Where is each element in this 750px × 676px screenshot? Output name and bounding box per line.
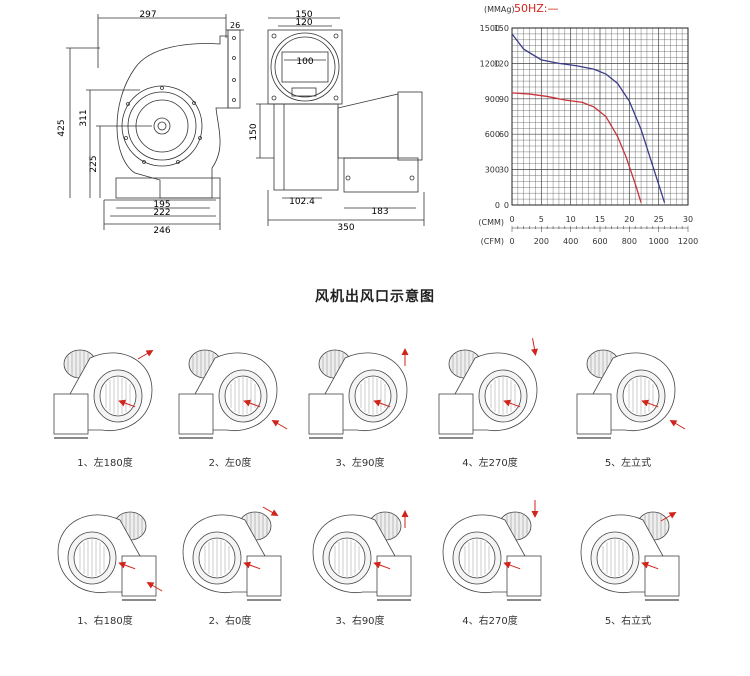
outlet-direction-arrow bbox=[146, 582, 163, 592]
x-cmm-tick-label: 25 bbox=[654, 215, 664, 224]
chart-y-unit: (MMAg) bbox=[484, 5, 515, 14]
chart-x-unit-cfm: (CFM) bbox=[481, 237, 504, 246]
outlet-caption: 4、右270度 bbox=[462, 616, 518, 627]
outlet-caption: 3、右90度 bbox=[335, 616, 385, 627]
x-cmm-tick-label: 15 bbox=[595, 215, 605, 224]
dim-350: 350 bbox=[337, 223, 354, 233]
dim-26: 26 bbox=[230, 21, 240, 30]
dim-120: 120 bbox=[295, 18, 312, 28]
x-cmm-tick-label: 20 bbox=[624, 215, 634, 224]
y-right-tick-label: 60 bbox=[499, 130, 509, 139]
fan-front-view-drawing: 150 120 100 150 102.4 183 350 bbox=[249, 10, 425, 233]
performance-curve-chart: (MMAg) 50HZ:— 15001200900600300015012090… bbox=[478, 2, 699, 246]
x-cfm-tick-label: 1200 bbox=[678, 237, 698, 246]
inlet-direction-arrow bbox=[373, 561, 391, 570]
dim-311: 311 bbox=[79, 109, 89, 126]
x-cfm-tick-label: 1000 bbox=[648, 237, 668, 246]
section-title: 风机出风口示意图 bbox=[315, 289, 435, 305]
dim-297: 297 bbox=[139, 10, 156, 20]
x-cfm-tick-label: 0 bbox=[509, 237, 514, 246]
x-cfm-tick-label: 200 bbox=[534, 237, 549, 246]
outlet-caption: 2、右0度 bbox=[208, 616, 252, 627]
chart-series bbox=[511, 33, 666, 203]
fan-side-view-drawing: 297 26 425 311 225 195 222 246 bbox=[57, 10, 244, 236]
y-right-tick-label: 120 bbox=[494, 59, 509, 68]
dim-150-side: 150 bbox=[249, 123, 259, 140]
dim-225: 225 bbox=[89, 155, 99, 172]
outlet-diagram-right-2 bbox=[182, 506, 282, 601]
dim-246: 246 bbox=[153, 226, 170, 236]
x-cfm-tick-label: 400 bbox=[563, 237, 578, 246]
outlet-direction-arrow bbox=[262, 506, 279, 516]
y-left-tick-label: 600 bbox=[485, 130, 500, 139]
outlet-direction-arrow bbox=[531, 500, 539, 518]
outlet-caption: 1、右180度 bbox=[77, 616, 133, 627]
inlet-direction-arrow bbox=[118, 561, 136, 570]
outlet-direction-arrow bbox=[137, 350, 154, 360]
x-cfm-tick-label: 600 bbox=[592, 237, 607, 246]
outlet-direction-arrow bbox=[401, 348, 409, 366]
plot-frame bbox=[511, 27, 689, 206]
y-left-tick-label: 900 bbox=[485, 95, 500, 104]
x-cmm-tick-label: 5 bbox=[539, 215, 544, 224]
outlet-caption: 5、右立式 bbox=[604, 616, 652, 627]
outlet-direction-arrow bbox=[271, 420, 288, 430]
dim-183: 183 bbox=[371, 207, 388, 217]
chart-grid bbox=[511, 27, 689, 206]
x-cfm-tick-label: 800 bbox=[622, 237, 637, 246]
x-cmm-tick-label: 30 bbox=[683, 215, 693, 224]
inlet-direction-arrow bbox=[118, 399, 136, 408]
dim-102-4: 102.4 bbox=[289, 197, 315, 207]
y-right-tick-label: 30 bbox=[499, 166, 509, 175]
chart-title: 50HZ:— bbox=[514, 2, 559, 15]
outlet-direction-arrow bbox=[660, 512, 677, 522]
outlet-diagram-left-3 bbox=[308, 348, 409, 439]
outlet-direction-arrow bbox=[401, 510, 409, 528]
inlet-direction-arrow bbox=[373, 399, 391, 408]
inlet-direction-arrow bbox=[243, 399, 261, 408]
outlet-diagram-left-5 bbox=[576, 349, 686, 439]
dim-150-top: 150 bbox=[295, 10, 312, 20]
outlet-caption: 1、左180度 bbox=[77, 458, 133, 469]
outlet-diagram-right-3 bbox=[312, 510, 412, 601]
chart-x-unit-cmm: (CMM) bbox=[478, 218, 504, 227]
y-right-tick-label: 0 bbox=[504, 201, 509, 210]
inlet-direction-arrow bbox=[503, 399, 521, 408]
inlet-direction-arrow bbox=[641, 399, 659, 408]
y-right-tick-label: 150 bbox=[494, 24, 509, 33]
outlet-diagram-right-5 bbox=[580, 511, 680, 601]
inlet-direction-arrow bbox=[503, 561, 521, 570]
dim-222: 222 bbox=[153, 208, 170, 218]
outlet-caption: 5、左立式 bbox=[604, 458, 652, 469]
outlet-caption: 4、左270度 bbox=[462, 458, 518, 469]
outlet-diagram-left-1 bbox=[53, 349, 154, 439]
outlet-diagram-left-4 bbox=[438, 338, 538, 439]
outlet-diagram-right-1 bbox=[57, 511, 163, 601]
x-cmm-tick-label: 10 bbox=[566, 215, 576, 224]
y-left-tick-label: 1500 bbox=[480, 24, 500, 33]
outlet-diagram-left-2 bbox=[178, 349, 288, 439]
series-line-2 bbox=[511, 92, 642, 203]
outlet-caption: 2、左0度 bbox=[208, 458, 252, 469]
dim-100: 100 bbox=[296, 57, 313, 67]
y-left-tick-label: 300 bbox=[485, 166, 500, 175]
y-left-tick-label: 0 bbox=[495, 201, 500, 210]
series-line-1 bbox=[511, 33, 666, 203]
y-left-tick-label: 1200 bbox=[480, 59, 500, 68]
x-cmm-tick-label: 0 bbox=[509, 215, 514, 224]
dim-195: 195 bbox=[153, 200, 170, 210]
inlet-direction-arrow bbox=[641, 561, 659, 570]
inlet-direction-arrow bbox=[243, 561, 261, 570]
dim-425: 425 bbox=[57, 119, 67, 136]
outlet-caption: 3、左90度 bbox=[335, 458, 385, 469]
outlet-direction-arrow bbox=[531, 338, 538, 356]
outlet-direction-arrow bbox=[669, 420, 686, 430]
y-right-tick-label: 90 bbox=[499, 95, 509, 104]
outlet-diagram-right-4 bbox=[442, 500, 542, 601]
